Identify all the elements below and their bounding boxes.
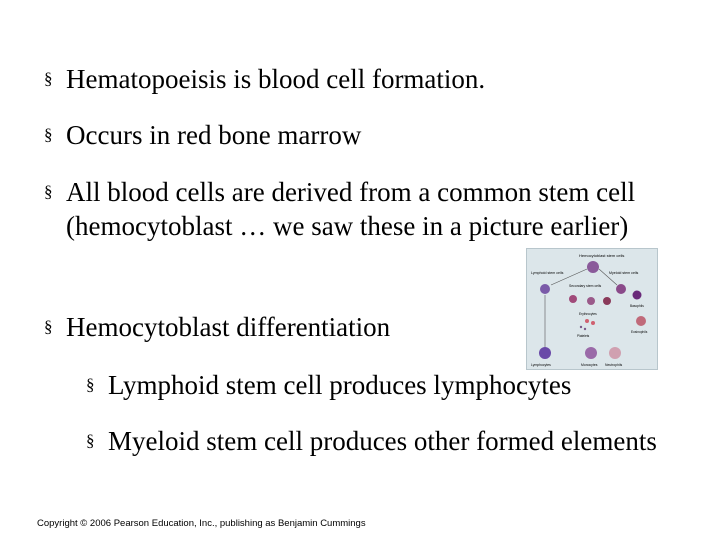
bullet-marker: § xyxy=(44,317,53,336)
eosinophils-label: Eosinophils xyxy=(631,330,648,334)
arrow-to-lymphoid xyxy=(550,268,588,286)
sub-bullet-myeloid: § Myeloid stem cell produces other forme… xyxy=(86,424,718,458)
bullet-differentiation: § Hemocytoblast differentiation xyxy=(44,310,536,344)
lymphocytes-label: Lymphocytes xyxy=(531,363,551,367)
basophil-cell xyxy=(632,290,642,300)
hematopoiesis-diagram: Hemocytoblast stem cells Lymphoid stem c… xyxy=(526,248,658,370)
eosinophil-cell xyxy=(636,316,646,326)
myeloid-stem-cell xyxy=(616,284,626,294)
erythrocytes-label: Erythrocytes xyxy=(579,312,597,316)
bullet-text: Hemocytoblast differentiation xyxy=(66,312,391,342)
platelet-1 xyxy=(579,325,583,329)
monocytes-label: Monocytes xyxy=(581,363,598,367)
secondary-cell-1 xyxy=(569,295,577,303)
bullet-text: Hematopoeisis is blood cell formation. xyxy=(66,64,486,94)
secondary-cell-2 xyxy=(587,297,595,305)
bullet-marker: § xyxy=(86,375,95,394)
bullet-red-bone-marrow: § Occurs in red bone marrow xyxy=(44,118,686,152)
copyright-notice: Copyright © 2006 Pearson Education, Inc.… xyxy=(37,518,366,529)
bullet-marker: § xyxy=(44,182,53,201)
arrow-to-myeloid xyxy=(598,268,618,286)
lymphoid-label: Lymphoid stem cells xyxy=(531,271,564,275)
monocyte-cell xyxy=(585,347,597,359)
bullet-text: Lymphoid stem cell produces lymphocytes xyxy=(108,370,572,400)
platelet-2 xyxy=(583,327,587,331)
diagram-title: Hemocytoblast stem cells xyxy=(579,253,624,258)
bullet-text: All blood cells are derived from a commo… xyxy=(66,177,636,241)
secondary-label: Secondary stem cells xyxy=(569,284,602,288)
secondary-cell-3 xyxy=(603,297,611,305)
bullet-text: Myeloid stem cell produces other formed … xyxy=(108,426,657,456)
myeloid-label: Myeloid stem cells xyxy=(609,271,639,275)
erythrocyte-cell-2 xyxy=(591,321,595,325)
bullet-marker: § xyxy=(44,69,53,88)
bullet-common-stem-cell: § All blood cells are derived from a com… xyxy=(44,175,696,243)
erythrocyte-cell-1 xyxy=(585,319,589,323)
lymphocyte-cell xyxy=(539,347,551,359)
lymphoid-stem-cell xyxy=(540,284,550,294)
platelets-label: Platelets xyxy=(577,334,590,338)
neutrophils-label: Neutrophils xyxy=(605,363,622,367)
bullet-marker: § xyxy=(44,125,53,144)
bullet-marker: § xyxy=(86,431,95,450)
neutrophil-cell xyxy=(609,347,621,359)
sub-bullet-lymphoid: § Lymphoid stem cell produces lymphocyte… xyxy=(86,368,718,402)
bullet-hematopoiesis: § Hematopoeisis is blood cell formation. xyxy=(44,62,686,96)
hemocytoblast-cell xyxy=(587,261,599,273)
hematopoiesis-diagram-svg: Hemocytoblast stem cells Lymphoid stem c… xyxy=(531,253,648,367)
basophils-label: Basophils xyxy=(630,304,644,308)
bullet-text: Occurs in red bone marrow xyxy=(66,120,362,150)
